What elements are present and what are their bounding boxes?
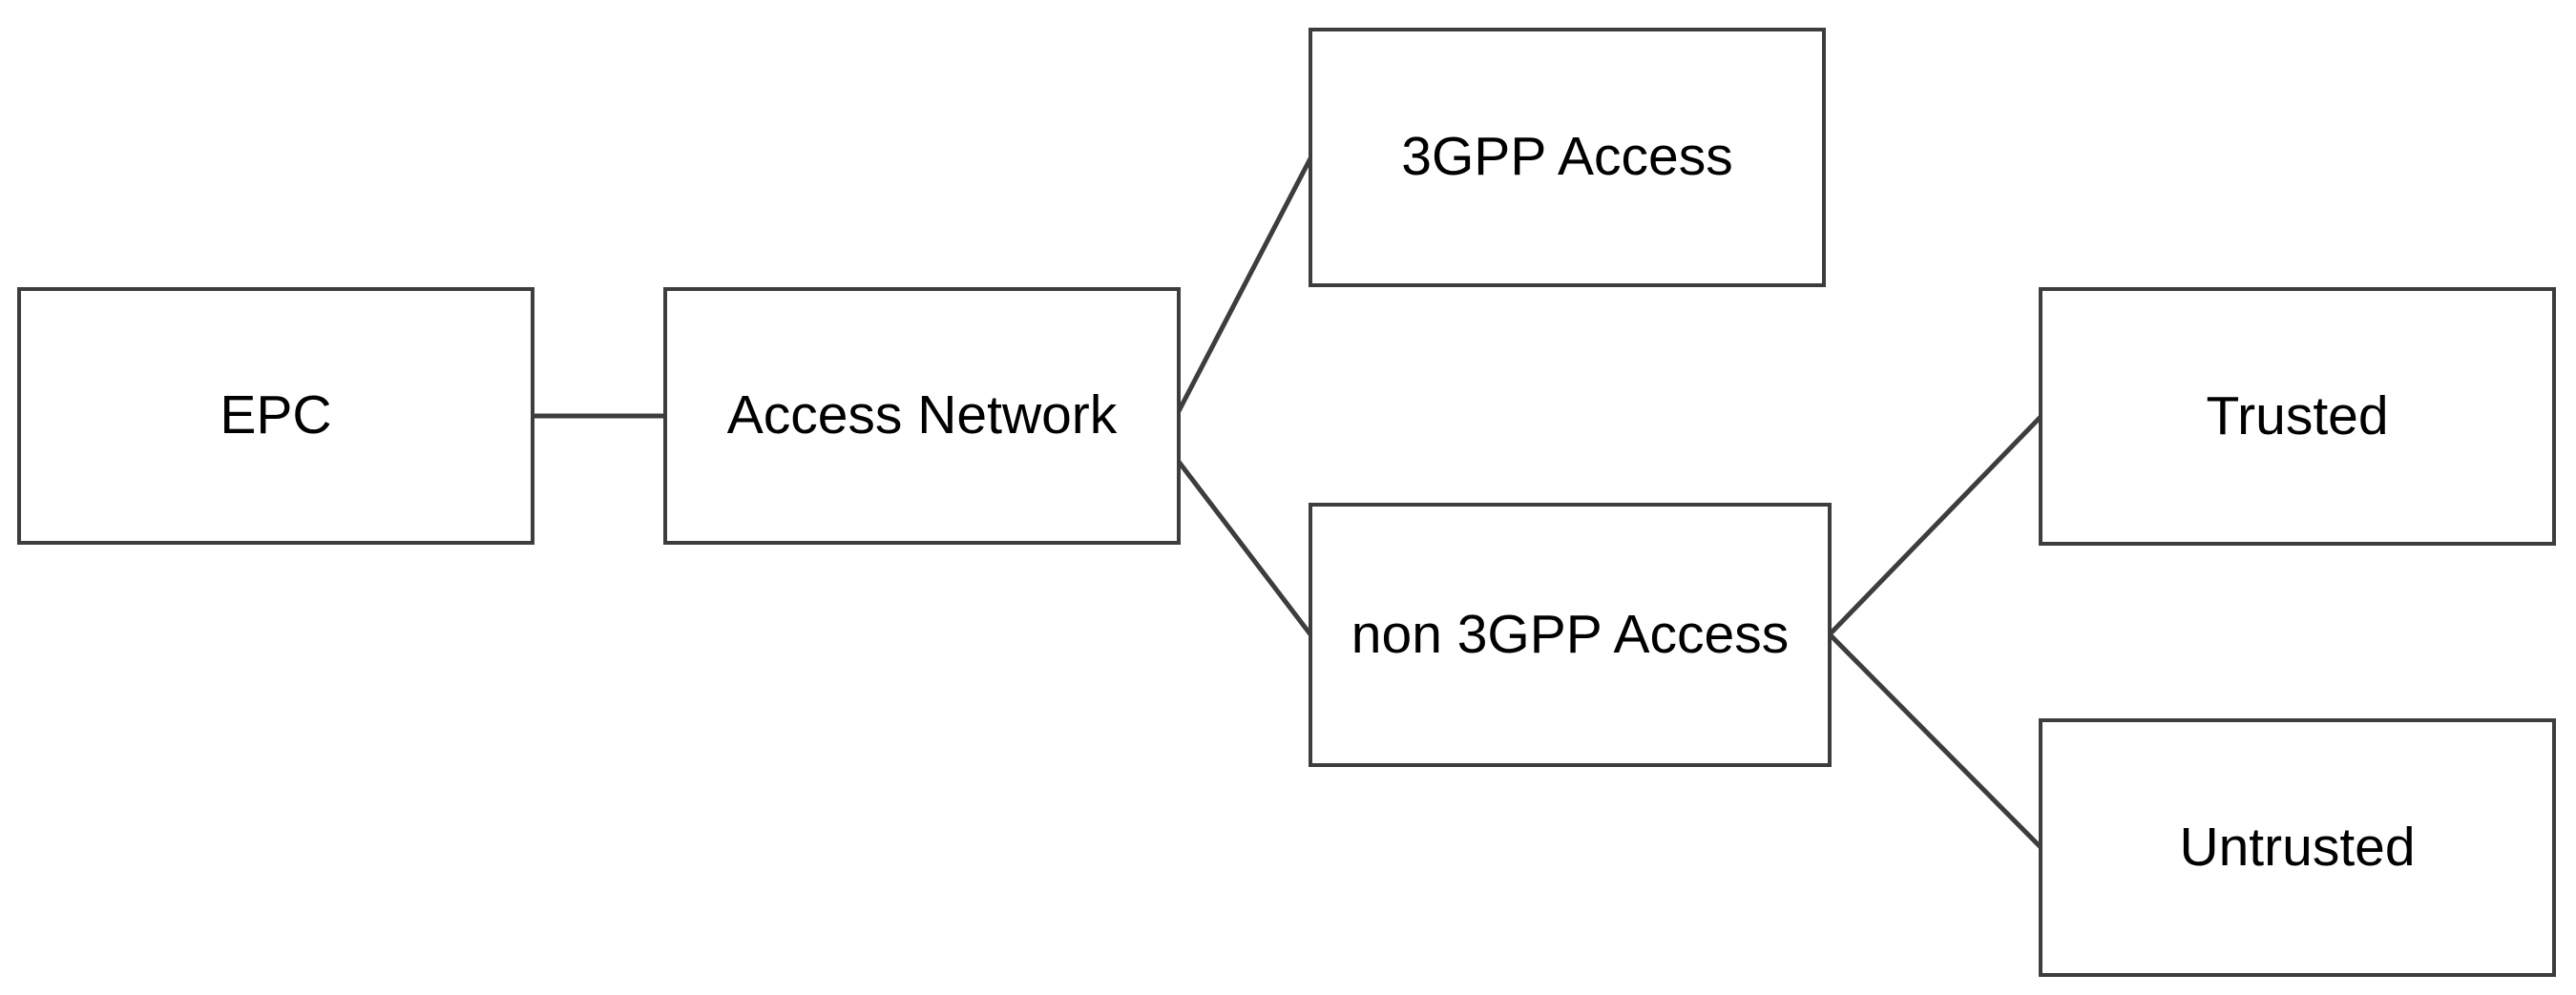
node-3gpp-access: 3GPP Access [1309,28,1826,287]
node-3gpp-access-label: 3GPP Access [1401,126,1733,188]
node-access-network-label: Access Network [726,384,1118,446]
edge-non-3gpp-to-untrusted [1828,632,2042,849]
node-access-network: Access Network [663,287,1181,545]
node-trusted: Trusted [2039,287,2556,546]
node-epc-label: EPC [220,384,332,446]
node-trusted-label: Trusted [2206,384,2389,446]
node-epc: EPC [17,287,534,545]
edge-non-3gpp-to-trusted [1828,415,2042,636]
edge-access-network-to-3gpp [1176,156,1313,413]
edge-access-network-to-non-3gpp [1177,460,1312,636]
node-untrusted: Untrusted [2039,718,2556,977]
node-non-3gpp-access-label: non 3GPP Access [1351,603,1790,665]
node-untrusted-label: Untrusted [2179,816,2416,878]
node-non-3gpp-access: non 3GPP Access [1309,503,1832,767]
